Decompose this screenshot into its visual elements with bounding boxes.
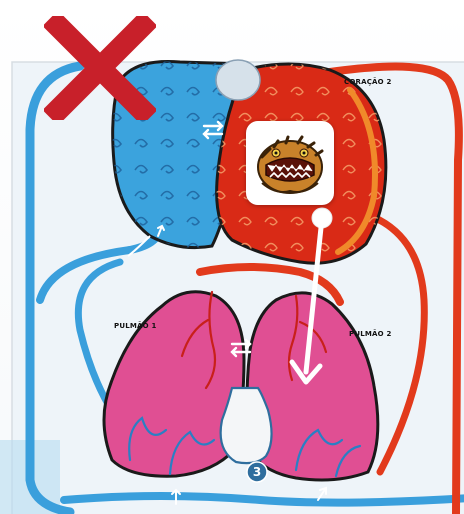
close-x-icon[interactable] [44,16,156,120]
step-badge: 3 [246,461,268,483]
aorta-cap [216,60,260,100]
trachea [221,388,272,463]
step-badge-number: 3 [253,465,261,479]
monster-token[interactable] [246,121,334,205]
heart-label: CORAÇÃO 2 [344,78,392,86]
monster-token-icon [246,121,334,205]
lung-2-label: PULMÃO 2 [349,330,392,338]
lung-1-label: PULMÃO 1 [114,322,157,330]
